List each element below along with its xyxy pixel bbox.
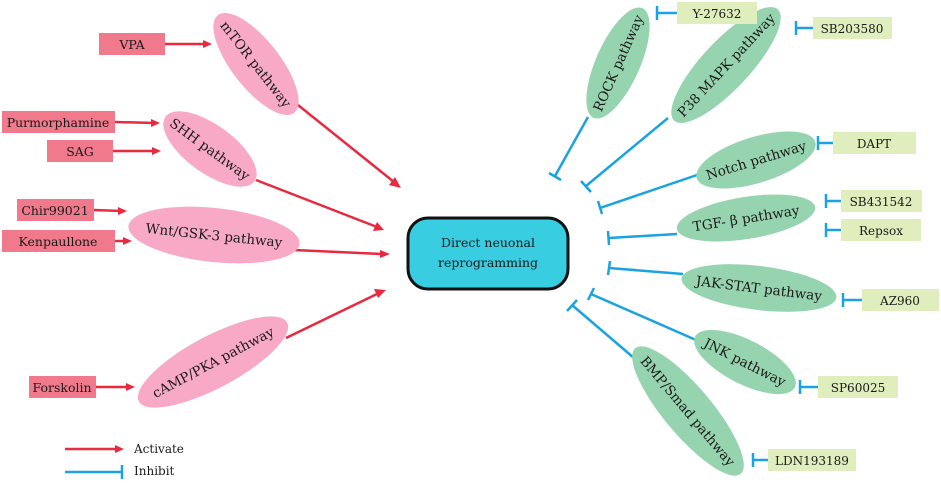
- activator-label-vpa: VPA: [118, 37, 145, 52]
- pathway-jakstat: JAK-STAT pathway: [681, 264, 837, 312]
- tbar-notch: [596, 200, 604, 215]
- inhibitor-label-ldn193189: LDN193189: [775, 454, 849, 468]
- arrow-shh-to-center: [255, 178, 378, 229]
- pathway-camp: cAMP/PKA pathway: [137, 316, 289, 408]
- tbar-jakstat: [606, 260, 612, 276]
- tbar-jnk: [586, 287, 596, 301]
- activator-chir99021: Chir99021: [17, 199, 94, 221]
- arrowhead-purmorphamine: [151, 119, 160, 127]
- inhibitor-sp60025: SP60025: [818, 376, 898, 398]
- arrowhead-shh: [373, 222, 384, 231]
- pathway-wnt: Wnt/GSK-3 pathway: [128, 206, 300, 264]
- inhibit-notch-to-center: [599, 173, 698, 210]
- arrow-purmorphamine-to-shh: [114, 120, 156, 125]
- legend-inhibit-label: Inhibit: [134, 464, 175, 478]
- legend-activate-label: Activate: [133, 442, 184, 456]
- activator-label-chir99021: Chir99021: [21, 203, 88, 218]
- inhibitor-label-sp60025: SP60025: [831, 381, 885, 395]
- activator-kenpaullone: Kenpaullone: [2, 230, 115, 252]
- pathway-tgf: TGF- β pathway: [676, 194, 816, 242]
- inhibit-tgf-to-center: [608, 232, 678, 240]
- legend: Activate Inhibit: [65, 442, 184, 479]
- inhibit-rock-to-center: [553, 116, 590, 177]
- inhibit-p38-to-center: [585, 117, 669, 187]
- inhibitor-repsox: Repsox: [841, 219, 921, 241]
- arrowhead-chir99021: [118, 207, 127, 215]
- arrow-camp-to-center: [285, 291, 380, 340]
- arrowhead-wnt: [380, 250, 390, 258]
- activator-label-sag: SAG: [66, 144, 94, 159]
- center-label-line2: reprogramming: [438, 255, 538, 270]
- inhibitor-sb431542: SB431542: [841, 190, 922, 212]
- arrowhead-vpa: [203, 40, 212, 48]
- pathway-notch: Notch pathway: [696, 131, 816, 189]
- inhibitor-label-y27632: Y-27632: [692, 7, 742, 21]
- inhibitor-dapt: DAPT: [833, 132, 916, 154]
- activator-vpa: VPA: [99, 33, 165, 55]
- inhibit-jnk-to-center: [590, 292, 697, 342]
- activator-label-purmorphamine: Purmorphamine: [7, 115, 110, 130]
- inhibit-bmp-to-center: [571, 304, 635, 359]
- legend-activate-arrowhead: [115, 445, 124, 453]
- activator-label-forskolin: Forskolin: [32, 380, 91, 395]
- arrow-mtor-to-center: [297, 104, 395, 183]
- pathway-label-p38: P38 MAPK pathway: [675, 10, 779, 120]
- tbar-p38: [580, 180, 592, 193]
- arrowhead-sag: [152, 147, 161, 155]
- legend-activate: Activate: [65, 442, 184, 456]
- pathway-mtor: mTOR pathway: [213, 12, 299, 116]
- inhibit-jakstat-to-center: [608, 266, 684, 276]
- activator-label-kenpaullone: Kenpaullone: [19, 234, 98, 249]
- inhibitor-label-sb431542: SB431542: [850, 195, 913, 209]
- tbar-rock: [548, 171, 562, 182]
- arrowhead-mtor: [389, 177, 401, 188]
- inhibitor-az960: AZ960: [862, 289, 939, 311]
- tbar-tgf: [606, 230, 611, 246]
- arrow-wnt-to-center: [293, 248, 383, 256]
- pathway-shh: SHH pathway: [163, 111, 257, 187]
- arrowhead-kenpaullone: [123, 237, 132, 245]
- arrowhead-camp: [374, 289, 386, 298]
- arrow-chir99021-to-wnt: [93, 208, 123, 213]
- inhibitor-label-dapt: DAPT: [857, 137, 891, 151]
- tbar-bmp: [566, 299, 578, 312]
- center-label-line1: Direct neuonal: [441, 235, 535, 250]
- center-node: Direct neuonal reprogramming: [406, 216, 570, 291]
- activator-purmorphamine: Purmorphamine: [2, 111, 115, 133]
- inhibitor-ldn193189: LDN193189: [768, 449, 856, 471]
- inhibitor-label-az960: AZ960: [879, 294, 920, 308]
- activator-sag: SAG: [47, 140, 113, 162]
- pathway-rock: ROCK pathway: [586, 7, 650, 119]
- legend-inhibit: Inhibit: [65, 464, 175, 479]
- activator-forskolin: Forskolin: [29, 376, 96, 398]
- arrowhead-forskolin: [126, 383, 135, 391]
- inhibitor-label-sb203580: SB203580: [821, 22, 884, 36]
- inhibitor-sb203580: SB203580: [813, 17, 892, 39]
- inhibitor-y27632: Y-27632: [677, 2, 757, 24]
- inhibitor-label-repsox: Repsox: [859, 224, 903, 238]
